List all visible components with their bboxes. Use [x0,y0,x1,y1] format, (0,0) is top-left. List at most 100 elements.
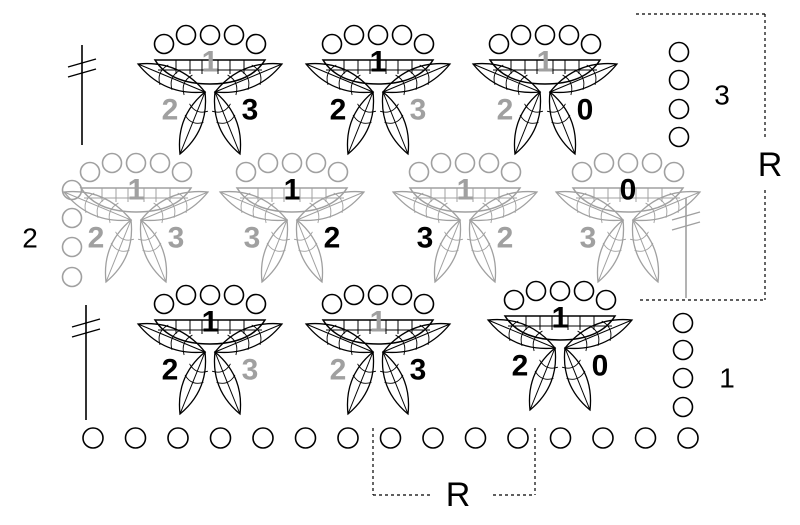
chain-stitch [367,284,389,306]
petal-vein [63,191,132,221]
petal-vein [551,114,571,124]
chain-stitch [677,427,699,449]
petal-vein [84,192,95,213]
petal-vein [576,192,587,213]
petal-vein [321,197,332,219]
petal-vein [439,242,459,252]
chain-stitch [294,427,317,449]
chain-stitch [672,367,694,389]
petal-vein [357,363,377,373]
petal-vein [333,192,344,213]
chain-stitch [454,152,476,174]
petal-vein [357,103,377,113]
chain-stitch [167,427,189,449]
petal-vein [214,91,241,155]
treble-stitch [71,305,101,420]
petal-vein [379,103,399,113]
petal-vein [395,334,406,356]
petal-vein [382,323,451,353]
chain-stitch [668,98,690,120]
petal-vein [629,231,649,241]
motif-label-top: 1 [202,306,219,339]
petal-vein [549,91,576,155]
petal-vein [296,191,365,221]
chain-stitch [595,289,617,311]
motif-label-left: 2 [162,94,179,127]
petal-vein [182,334,193,356]
petal-vein [350,334,361,356]
chain-stitch [478,152,500,174]
treble-stitch [67,45,97,145]
petal-vein [115,231,135,241]
petal-vein [251,324,262,345]
chain-stitch [408,161,430,183]
chain-stitch [321,293,343,315]
petal-vein [239,69,250,91]
motif-label-left: 3 [580,222,597,255]
petal-vein [214,351,241,415]
petal-vein [179,351,206,415]
foundation-chain [82,427,699,449]
chain-stitch [252,427,274,449]
petal-vein [466,231,486,241]
chain-stitch [617,152,639,174]
petal-vein [384,114,404,124]
petal-vein [352,114,372,124]
row-label-2: 2 [22,223,38,254]
petal-vein [577,330,588,352]
chain-stitch [413,293,435,315]
petal-vein [326,64,337,85]
petal-vein [252,197,263,219]
petal-vein [110,242,130,252]
petal-vein [309,202,320,224]
petal-vein [487,319,556,349]
petal-vein [645,202,656,224]
petal-vein [177,192,188,213]
chain-stitch [61,207,83,229]
petal-vein [96,197,107,219]
treble-stitch [671,198,701,298]
chain-stitch [641,152,663,174]
petal-vein [392,191,461,221]
petal-vein [407,329,418,351]
petal-vein [347,91,374,155]
petal-vein [529,347,556,411]
petal-vein [597,219,624,283]
petal-vein [137,231,157,241]
chain-stitch [245,33,267,55]
chain-stitch [571,161,593,183]
petal-vein [216,374,236,384]
petal-vein [137,323,206,353]
chain-stitch [668,69,690,91]
petal-vein [437,202,448,224]
petal-vein [298,242,318,252]
petal-vein [216,114,236,124]
petal-vein [562,74,573,96]
petal-vein [326,324,337,345]
chain-stitch [672,312,694,334]
treble-crossbar [67,68,97,78]
petal-vein [634,242,654,252]
petal-vein [140,219,167,283]
petal-vein [546,103,566,113]
motif-label-right: 3 [242,94,259,127]
petal-vein [519,114,539,124]
bowl-outline [408,187,522,213]
bowl-outline [488,59,602,85]
motif-label-top: 1 [284,174,301,207]
row-label-1: 1 [719,363,735,394]
motif-label-right: 0 [577,94,594,127]
chain-stitch [464,427,487,449]
petal-vein [514,91,541,155]
chain-stitch [125,152,147,174]
petal-vein [600,202,611,224]
bowl-outline [321,319,435,345]
motif-label-right: 3 [168,222,185,255]
chain-stitch [549,427,572,449]
chain-stitch [488,33,510,55]
petal-vein [532,330,543,352]
petal-vein [472,63,541,93]
petal-vein [182,74,193,96]
